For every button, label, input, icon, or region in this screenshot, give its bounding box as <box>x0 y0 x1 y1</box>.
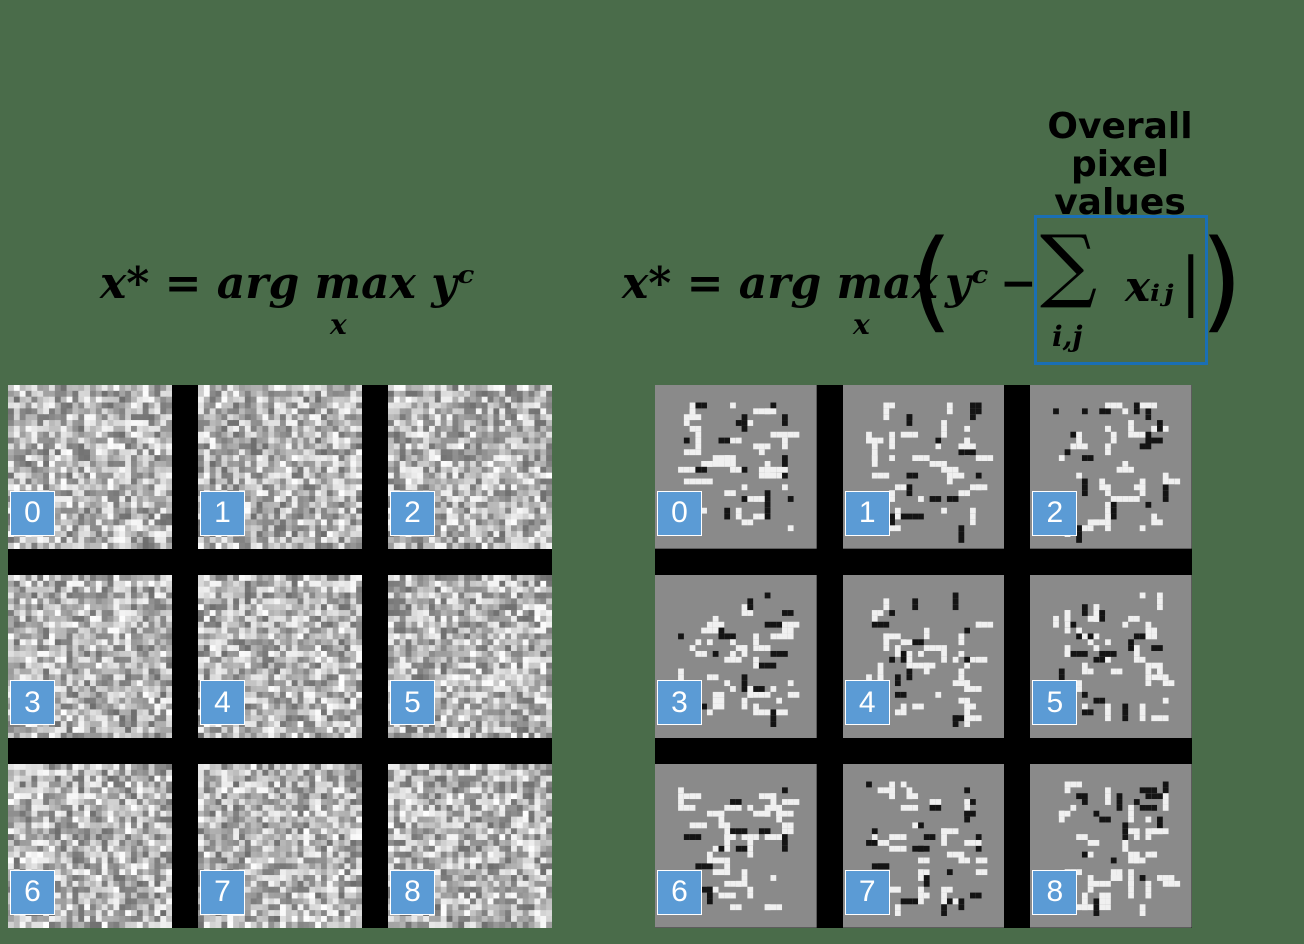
right_grid-cell-5: 5 <box>1030 574 1192 739</box>
right_grid-cell-1: 1 <box>842 385 1005 549</box>
left_grid-cell-7: 7 <box>198 764 362 928</box>
right_grid-cell-8: 8 <box>1030 764 1192 928</box>
left-formula-lhs: x* <box>100 258 150 309</box>
right_grid-label-3: 3 <box>657 680 702 726</box>
right-formula-lhs: x* <box>622 258 672 309</box>
left_grid-label-3: 3 <box>10 680 55 726</box>
left_grid-image-1 <box>198 385 362 549</box>
left_grid-label-8: 8 <box>390 869 435 915</box>
left_grid-cell-1: 1 <box>198 385 362 549</box>
left_grid-label-6: 6 <box>10 869 55 915</box>
right_grid-cell-7: 7 <box>842 764 1005 928</box>
left_grid-label-1: 1 <box>200 490 245 536</box>
left_grid-image-4 <box>198 574 362 739</box>
overall-label-line1: Overall <box>1047 106 1193 147</box>
left_grid-cell-5: 5 <box>388 574 552 739</box>
right_grid-cell-4: 4 <box>842 574 1005 739</box>
right-formula-eq: = <box>686 258 724 309</box>
left_grid-image-6 <box>8 764 172 928</box>
right-formula-op: arg max <box>738 258 938 309</box>
left-formula: x* = arg max yᶜ <box>100 258 476 309</box>
right-formula-sum: ∑ <box>1040 218 1098 311</box>
right_grid-label-5: 5 <box>1032 680 1078 726</box>
left_grid-label-2: 2 <box>390 490 435 536</box>
left_grid-cell-6: 6 <box>8 764 172 928</box>
right_grid-label-0: 0 <box>657 490 702 536</box>
left-formula-eq: = <box>164 258 202 309</box>
left_grid-cell-8: 8 <box>388 764 552 928</box>
noise-image-grid: 0 1 2 3 4 5 6 7 8 <box>8 385 552 928</box>
right_grid-label-6: 6 <box>657 869 702 915</box>
right_grid-label-2: 2 <box>1032 490 1078 536</box>
right-formula-lparen: ( <box>910 216 953 344</box>
right-formula-sub: x <box>853 308 870 341</box>
left_grid-cell-3: 3 <box>8 574 172 739</box>
right_grid-label-7: 7 <box>844 869 890 915</box>
left-formula-term: yᶜ <box>431 258 476 309</box>
right_grid-image-4 <box>842 574 1005 739</box>
left-formula-op: arg max <box>216 258 416 309</box>
right-formula-sum-term: xᵢⱼ <box>1125 262 1174 311</box>
right_grid-label-8: 8 <box>1032 869 1078 915</box>
right-formula-abs: | <box>1180 245 1202 319</box>
right_grid-cell-3: 3 <box>655 574 817 739</box>
left_grid-cell-2: 2 <box>388 385 552 549</box>
sparse-image-grid: 0 1 2 3 4 5 6 7 8 <box>655 385 1192 928</box>
right-formula-term: yᶜ <box>945 258 990 309</box>
overall-pixel-highlight-box <box>1034 215 1208 365</box>
right_grid-cell-6: 6 <box>655 764 817 928</box>
left_grid-label-4: 4 <box>200 680 245 726</box>
left_grid-label-7: 7 <box>200 869 245 915</box>
right_grid-image-6 <box>655 764 817 928</box>
left_grid-cell-0: 0 <box>8 385 172 549</box>
right_grid-image-0 <box>655 385 817 549</box>
left_grid-label-5: 5 <box>390 680 435 726</box>
right_grid-label-1: 1 <box>844 490 890 536</box>
right-formula-minus: − <box>1000 258 1037 309</box>
right_grid-cell-2: 2 <box>1030 385 1192 549</box>
right_grid-label-4: 4 <box>844 680 890 726</box>
overall-pixel-label: Overall pixel values <box>1000 108 1240 221</box>
overall-label-line2: pixel values <box>1054 143 1186 223</box>
right_grid-cell-0: 0 <box>655 385 817 549</box>
right-formula-sum-sub: i,j <box>1052 320 1083 353</box>
left_grid-image-0 <box>8 385 172 549</box>
left-formula-sub: x <box>330 308 347 341</box>
right-formula: x* = arg max <box>622 258 938 309</box>
left_grid-cell-4: 4 <box>198 574 362 739</box>
left_grid-label-0: 0 <box>10 490 55 536</box>
